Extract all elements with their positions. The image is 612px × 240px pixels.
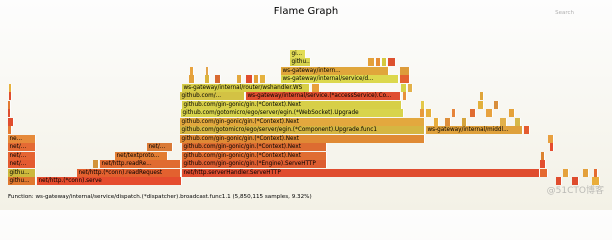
stack-frame[interactable] xyxy=(189,75,195,83)
stack-frame[interactable]: github.com/gin-gonic/gin.(*Context).Next xyxy=(180,117,425,126)
stack-frame[interactable] xyxy=(583,168,589,177)
stack-frame[interactable] xyxy=(237,75,242,83)
stack-frame[interactable] xyxy=(478,100,484,109)
stack-frame[interactable]: net/... xyxy=(8,151,36,160)
stack-frame[interactable] xyxy=(540,160,546,168)
stack-frame[interactable]: ws-gateway/intern... xyxy=(281,66,389,75)
stack-frame[interactable] xyxy=(452,109,456,117)
stack-frame[interactable]: ws-gateway/internal/middl... xyxy=(426,126,523,134)
stack-frame[interactable]: ws-gateway/internal/router/wshandler.WS xyxy=(182,83,310,92)
stack-frame[interactable] xyxy=(8,109,11,117)
stack-frame[interactable]: net/http.(*conn).serve xyxy=(37,177,182,185)
stack-frame[interactable] xyxy=(480,92,484,100)
stack-frame[interactable] xyxy=(215,75,221,83)
stack-frame[interactable] xyxy=(548,134,554,143)
watermark: @51CTO博客 xyxy=(546,186,604,196)
stack-frame[interactable]: github.com/gin-gonic/gin.(*Context).Next xyxy=(182,100,402,109)
stack-frame[interactable] xyxy=(206,66,209,75)
stack-frame[interactable] xyxy=(434,117,439,126)
stack-frame[interactable]: githu... xyxy=(8,177,36,185)
stack-frame[interactable] xyxy=(246,75,253,83)
stack-frame[interactable] xyxy=(515,117,521,126)
stack-frame[interactable] xyxy=(254,75,259,83)
stack-frame[interactable] xyxy=(426,109,432,117)
details-bar: Function: ws-gateway/internal/service/di… xyxy=(8,194,312,200)
stack-frame[interactable] xyxy=(403,92,407,100)
stack-frame[interactable] xyxy=(8,126,12,134)
stack-frame[interactable]: ws-gateway/internal/service.(*accessServ… xyxy=(246,92,401,100)
stack-frame[interactable] xyxy=(563,168,569,177)
stack-frame[interactable]: net/... xyxy=(147,143,173,151)
stack-frame[interactable] xyxy=(421,100,425,109)
stack-frame[interactable]: gi... xyxy=(290,49,306,58)
stack-frame[interactable]: net/http.readRe... xyxy=(100,160,181,168)
stack-frame[interactable] xyxy=(382,58,387,66)
stack-frame[interactable] xyxy=(190,66,194,75)
stack-frame[interactable]: ws-gateway/internal/service/d... xyxy=(281,75,399,83)
stack-frame[interactable] xyxy=(540,168,548,177)
stack-frame[interactable] xyxy=(420,109,425,117)
stack-frame[interactable] xyxy=(556,177,562,185)
stack-frame[interactable]: github.com/gin-gonic/gin.(*Context).Next xyxy=(182,143,327,151)
stack-frame[interactable] xyxy=(401,83,407,92)
stack-frame[interactable]: net/... xyxy=(8,160,36,168)
stack-frame[interactable]: github.com/gotomicro/ego/server/egin.(*W… xyxy=(181,109,404,117)
stack-frame[interactable] xyxy=(462,117,467,126)
stack-frame[interactable]: ne... xyxy=(8,134,36,143)
stack-frame[interactable] xyxy=(260,75,266,83)
stack-frame[interactable]: github.com/... xyxy=(180,92,245,100)
stack-frame[interactable] xyxy=(368,58,375,66)
stack-frame[interactable] xyxy=(494,100,499,109)
stack-frame[interactable] xyxy=(470,109,476,117)
stack-frame[interactable] xyxy=(376,58,381,66)
stack-frame[interactable] xyxy=(400,66,410,75)
flame-graph-title: Flame Graph xyxy=(273,6,339,17)
stack-frame[interactable] xyxy=(205,75,210,83)
stack-frame[interactable] xyxy=(541,151,545,160)
stack-frame[interactable]: githu... xyxy=(290,58,311,66)
stack-frame[interactable]: net/http.(*conn).readRequest xyxy=(77,168,181,177)
stack-frame[interactable] xyxy=(388,58,396,66)
stack-frame[interactable] xyxy=(500,117,507,126)
stack-frame[interactable] xyxy=(445,117,451,126)
stack-frame[interactable] xyxy=(8,117,14,126)
stack-frame[interactable]: github.com/gin-gonic/gin.(*Context).Next xyxy=(180,134,425,143)
stack-frame[interactable] xyxy=(594,168,598,177)
stack-frame[interactable] xyxy=(312,83,320,92)
stack-frame[interactable] xyxy=(486,109,493,117)
search-button[interactable]: Search xyxy=(555,10,574,16)
stack-frame[interactable] xyxy=(93,160,99,168)
stack-frame[interactable] xyxy=(9,92,12,100)
stack-frame[interactable] xyxy=(509,109,515,117)
stack-frame[interactable] xyxy=(524,126,530,134)
stack-frame[interactable]: githu... xyxy=(8,168,36,177)
stack-frame[interactable] xyxy=(8,100,11,109)
stack-frame[interactable]: github.com/gin-gonic/gin.(*Context).Next xyxy=(182,151,327,160)
stack-frame[interactable]: net/... xyxy=(8,143,36,151)
stack-frame[interactable] xyxy=(400,75,410,83)
stack-frame[interactable] xyxy=(550,143,554,151)
stack-frame[interactable]: net/textproto... xyxy=(115,151,168,160)
stack-frame[interactable]: github.com/gin-gonic/gin.(*Engine).Serve… xyxy=(182,160,327,168)
stack-frame[interactable]: net/http.serverHandler.ServeHTTP xyxy=(182,168,540,177)
stack-frame[interactable]: github.com/gotomicro/ego/server/egin.(*C… xyxy=(180,126,425,134)
stack-frame[interactable] xyxy=(408,83,413,92)
stack-frame[interactable] xyxy=(9,83,12,92)
stack-frame[interactable] xyxy=(572,177,579,185)
stack-frame[interactable] xyxy=(592,177,600,185)
